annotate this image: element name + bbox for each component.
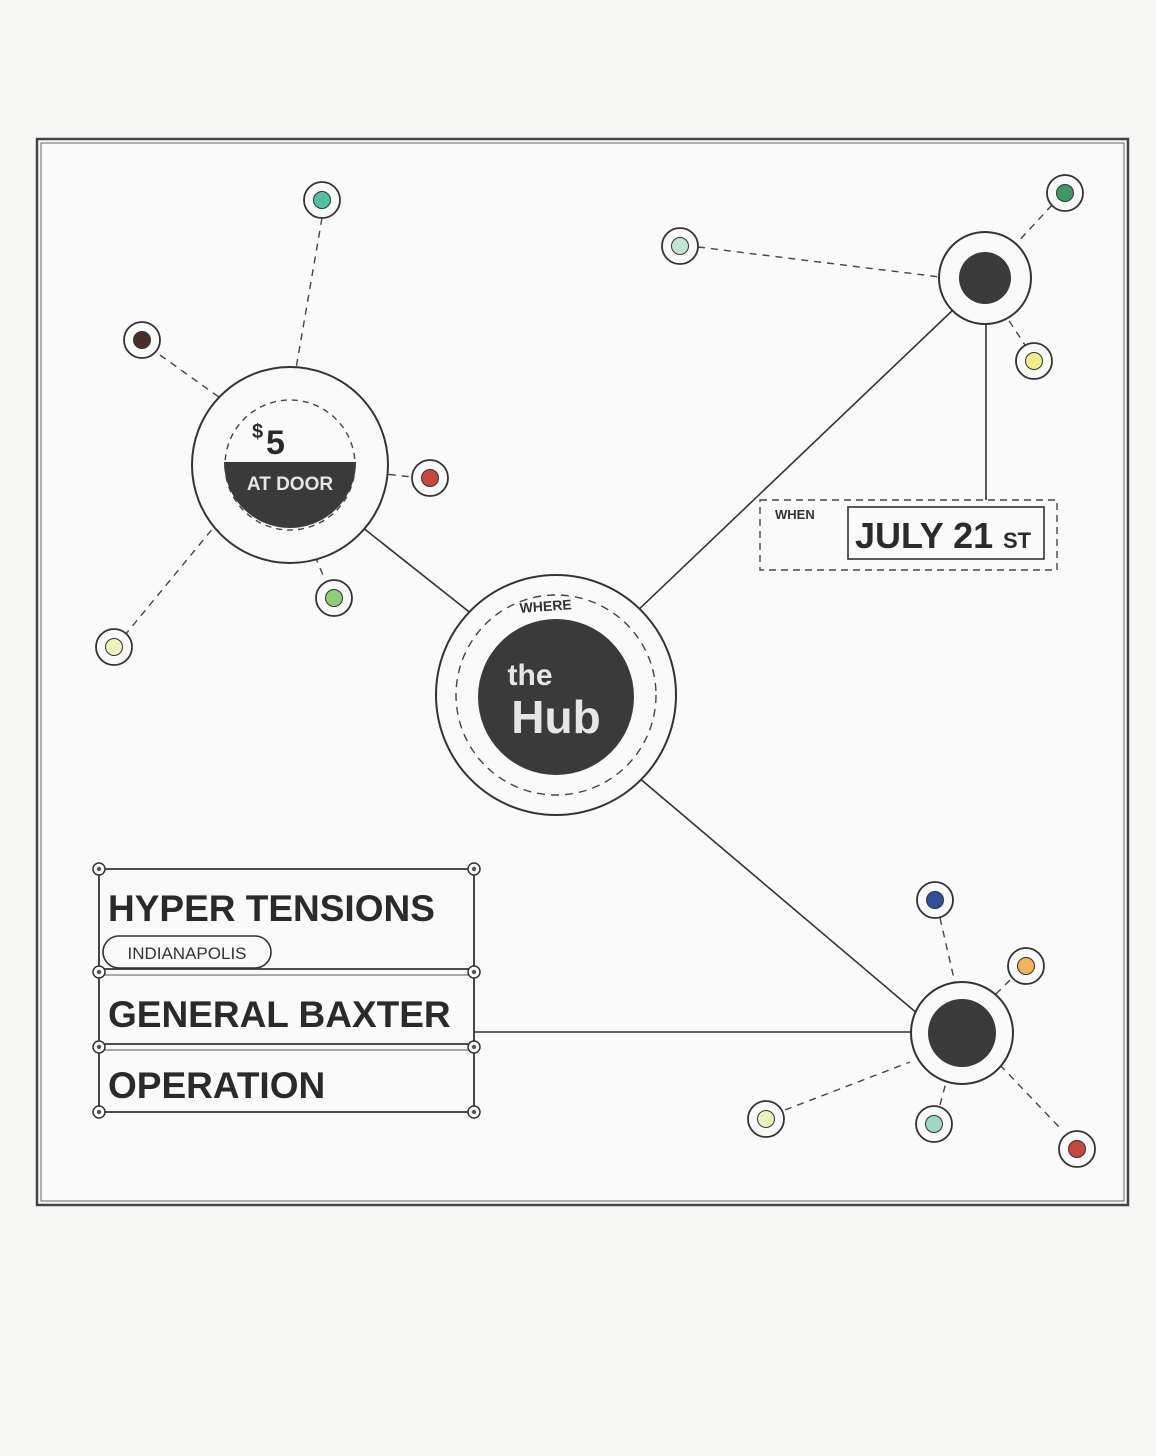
dot-blue — [916, 881, 954, 919]
price-node: $ 5 AT DOOR — [191, 366, 389, 564]
dash-bottom-yellow — [784, 1061, 911, 1111]
lineup-corner-knob — [467, 965, 481, 979]
dot-orange — [1007, 947, 1045, 985]
lineup-origin-1: INDIANAPOLIS — [127, 944, 246, 963]
dot-red — [411, 459, 449, 497]
dot-teal — [303, 181, 341, 219]
dash-top-paleteal — [697, 246, 941, 278]
date-when-label: WHEN — [775, 507, 815, 522]
dash-bottom-orange — [989, 979, 1011, 1001]
venue-core — [478, 619, 634, 775]
dash-bottom-mint — [939, 1074, 949, 1106]
price-label: AT DOOR — [247, 474, 333, 495]
lineup-corner-knob — [467, 1040, 481, 1054]
dot-dark-brown — [123, 321, 161, 359]
lineup-corner-knob — [92, 862, 106, 876]
lineup-band-2: GENERAL BAXTER — [108, 994, 451, 1035]
price-amount: 5 — [266, 424, 285, 462]
lineup-corner-knob — [92, 1105, 106, 1119]
dot-light-green — [315, 579, 353, 617]
date-hub-node — [938, 231, 1032, 325]
lineup-corner-knob — [467, 1105, 481, 1119]
venue-where-label: WHERE — [519, 596, 572, 616]
lineup-origin-badge — [102, 935, 272, 969]
dot-pale-yellow-left — [95, 628, 133, 666]
date-value: JULY 21 — [855, 515, 993, 556]
dash-price-yellow — [124, 509, 229, 636]
lineup-hub-node — [910, 981, 1014, 1085]
lineup-corner-knob — [92, 1040, 106, 1054]
dot-pale-yellow-bottom — [747, 1100, 785, 1138]
lineup-corner-knob — [92, 965, 106, 979]
dash-bottom-blue — [939, 917, 956, 984]
dash-top-green — [1014, 204, 1053, 246]
dot-yellow-top — [1015, 342, 1053, 380]
lineup-band-1: HYPER TENSIONS — [108, 888, 435, 929]
lineup-band-3: OPERATION — [108, 1065, 325, 1106]
dot-green — [1046, 174, 1084, 212]
line-hub-to-top-node — [611, 307, 956, 636]
dash-bottom-red — [999, 1064, 1063, 1131]
date-suffix: ST — [1003, 528, 1032, 553]
dot-red-bottom — [1058, 1130, 1096, 1168]
date-box: WHEN JULY 21 ST — [759, 499, 1058, 571]
venue-article: the — [508, 659, 553, 692]
dot-pale-teal — [661, 227, 699, 265]
price-half-fill — [224, 462, 356, 528]
dot-mint — [915, 1105, 953, 1143]
venue-name: Hub — [511, 691, 600, 743]
flyer-frame-inner — [40, 142, 1125, 1202]
price-symbol: $ — [252, 421, 263, 443]
venue-node: WHERE the Hub — [435, 574, 677, 816]
lineup-box: HYPER TENSIONS INDIANAPOLIS GENERAL BAXT… — [98, 868, 475, 1113]
lineup-corner-knob — [467, 862, 481, 876]
date-value-frame — [847, 506, 1045, 560]
line-hub-to-bottom-node — [611, 754, 926, 1021]
